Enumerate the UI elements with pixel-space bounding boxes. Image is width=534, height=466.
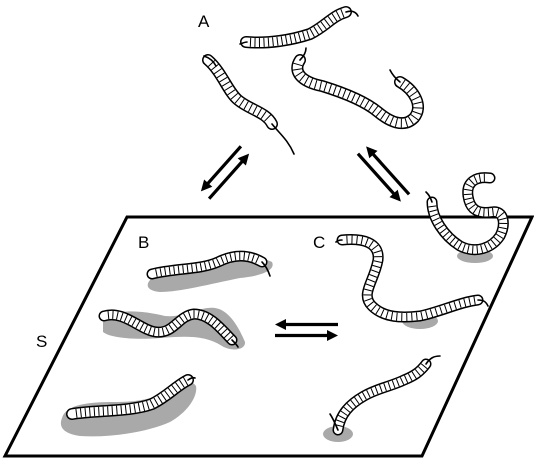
molecule-a1-tail <box>272 124 294 154</box>
label-a: A <box>198 12 210 31</box>
ribbons <box>72 9 507 430</box>
molecule-a1 <box>208 60 272 124</box>
double-arrow-icon <box>201 146 249 198</box>
label-c: C <box>313 233 325 252</box>
label-b: B <box>138 233 149 252</box>
molecule-a2 <box>246 9 346 47</box>
double-arrow-icon <box>358 146 409 201</box>
molecule-c-top <box>428 174 507 254</box>
label-s: S <box>36 332 47 351</box>
molecule-a3 <box>293 60 423 128</box>
double-arrow-icon <box>275 319 338 341</box>
molecule-c2 <box>335 364 427 430</box>
